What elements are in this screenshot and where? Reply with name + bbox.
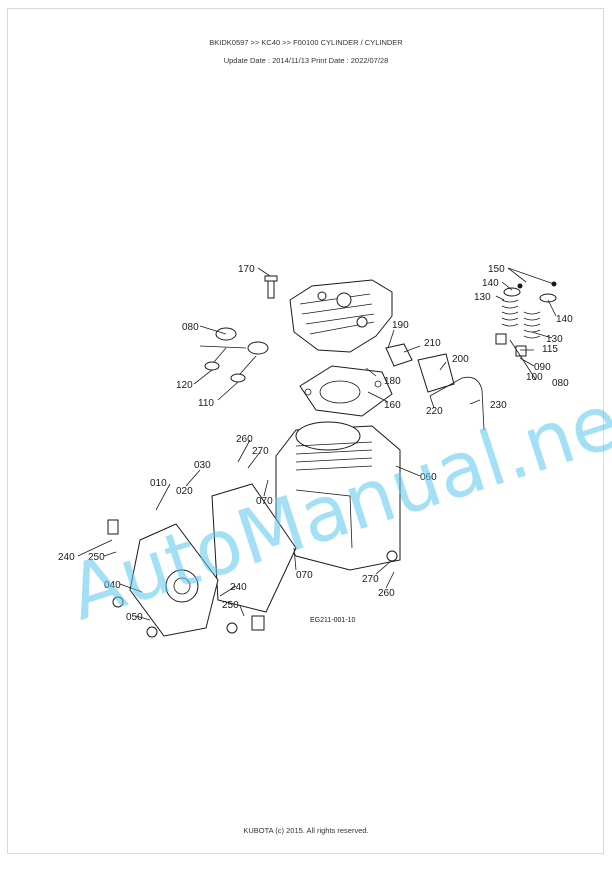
label-250-lower: 250 — [222, 600, 239, 611]
label-160: 160 — [384, 400, 401, 411]
cover-bolt — [112, 596, 124, 608]
breather-cover — [417, 353, 455, 393]
label-140: 140 — [482, 278, 499, 289]
label-020: 020 — [176, 486, 193, 497]
head-bolt — [264, 275, 278, 299]
label-070-lower: 070 — [296, 570, 313, 581]
label-150: 150 — [488, 264, 505, 275]
exhaust-valve — [230, 355, 257, 383]
label-180: 180 — [384, 376, 401, 387]
tappet-2 — [515, 345, 527, 357]
oil-gauge-cap — [107, 519, 119, 535]
label-200: 200 — [452, 354, 469, 365]
head-gasket — [299, 365, 393, 417]
label-130: 130 — [474, 292, 491, 303]
drain-plug — [251, 615, 265, 631]
label-240: 240 — [58, 552, 75, 563]
label-010: 010 — [150, 478, 167, 489]
breadcrumb-path: BKIDK0597 >> KC40 >> F00100 CYLINDER / C… — [209, 38, 403, 47]
valve-seal-ring-2 — [247, 341, 269, 355]
label-100: 100 — [526, 372, 543, 383]
leader-lines — [77, 267, 557, 621]
valve-spring-right — [523, 293, 557, 339]
drawing-code: EG211-001-10 — [310, 617, 356, 624]
label-250: 250 — [88, 552, 105, 563]
breather-plate — [385, 343, 413, 367]
label-210: 210 — [424, 338, 441, 349]
label-270-lower: 270 — [362, 574, 379, 585]
label-070: 070 — [256, 496, 273, 507]
label-230: 230 — [490, 400, 507, 411]
cover-bolt-2 — [146, 626, 158, 638]
intake-valve — [204, 347, 227, 371]
label-260: 260 — [236, 434, 253, 445]
label-270: 270 — [252, 446, 269, 457]
label-080: 080 — [182, 322, 199, 333]
page-frame — [7, 8, 604, 854]
label-220: 220 — [426, 406, 443, 417]
part-labels: 170 150 140 130 140 080 190 130 210 115 … — [58, 264, 573, 623]
label-115: 115 — [542, 344, 558, 355]
label-030: 030 — [194, 460, 211, 471]
valve-spring-left — [501, 287, 521, 327]
drain-oring — [226, 622, 238, 634]
breather-hose — [429, 376, 485, 431]
label-130-right: 130 — [546, 334, 563, 345]
label-090: 090 — [534, 362, 551, 373]
label-260-lower: 260 — [378, 588, 395, 599]
label-190: 190 — [392, 320, 409, 331]
label-040: 040 — [104, 580, 121, 591]
block-plug — [386, 550, 398, 562]
valve-cotter — [517, 283, 523, 289]
label-240-lower: 240 — [230, 582, 247, 593]
main-bearing-cover — [129, 523, 219, 637]
footer-copyright: KUBOTA (c) 2015. All rights reserved. — [243, 826, 369, 835]
label-120: 120 — [176, 380, 193, 391]
label-170: 170 — [238, 264, 255, 275]
label-050: 050 — [126, 612, 143, 623]
label-110: 110 — [198, 398, 214, 409]
date-line: Update Date : 2014/11/13 Print Date : 20… — [223, 56, 389, 65]
label-080-right: 080 — [552, 378, 569, 389]
cylinder-head — [289, 279, 393, 353]
label-060: 060 — [420, 472, 437, 483]
label-140-right: 140 — [556, 314, 573, 325]
crankcase-block — [275, 421, 401, 571]
tappet — [495, 333, 507, 345]
